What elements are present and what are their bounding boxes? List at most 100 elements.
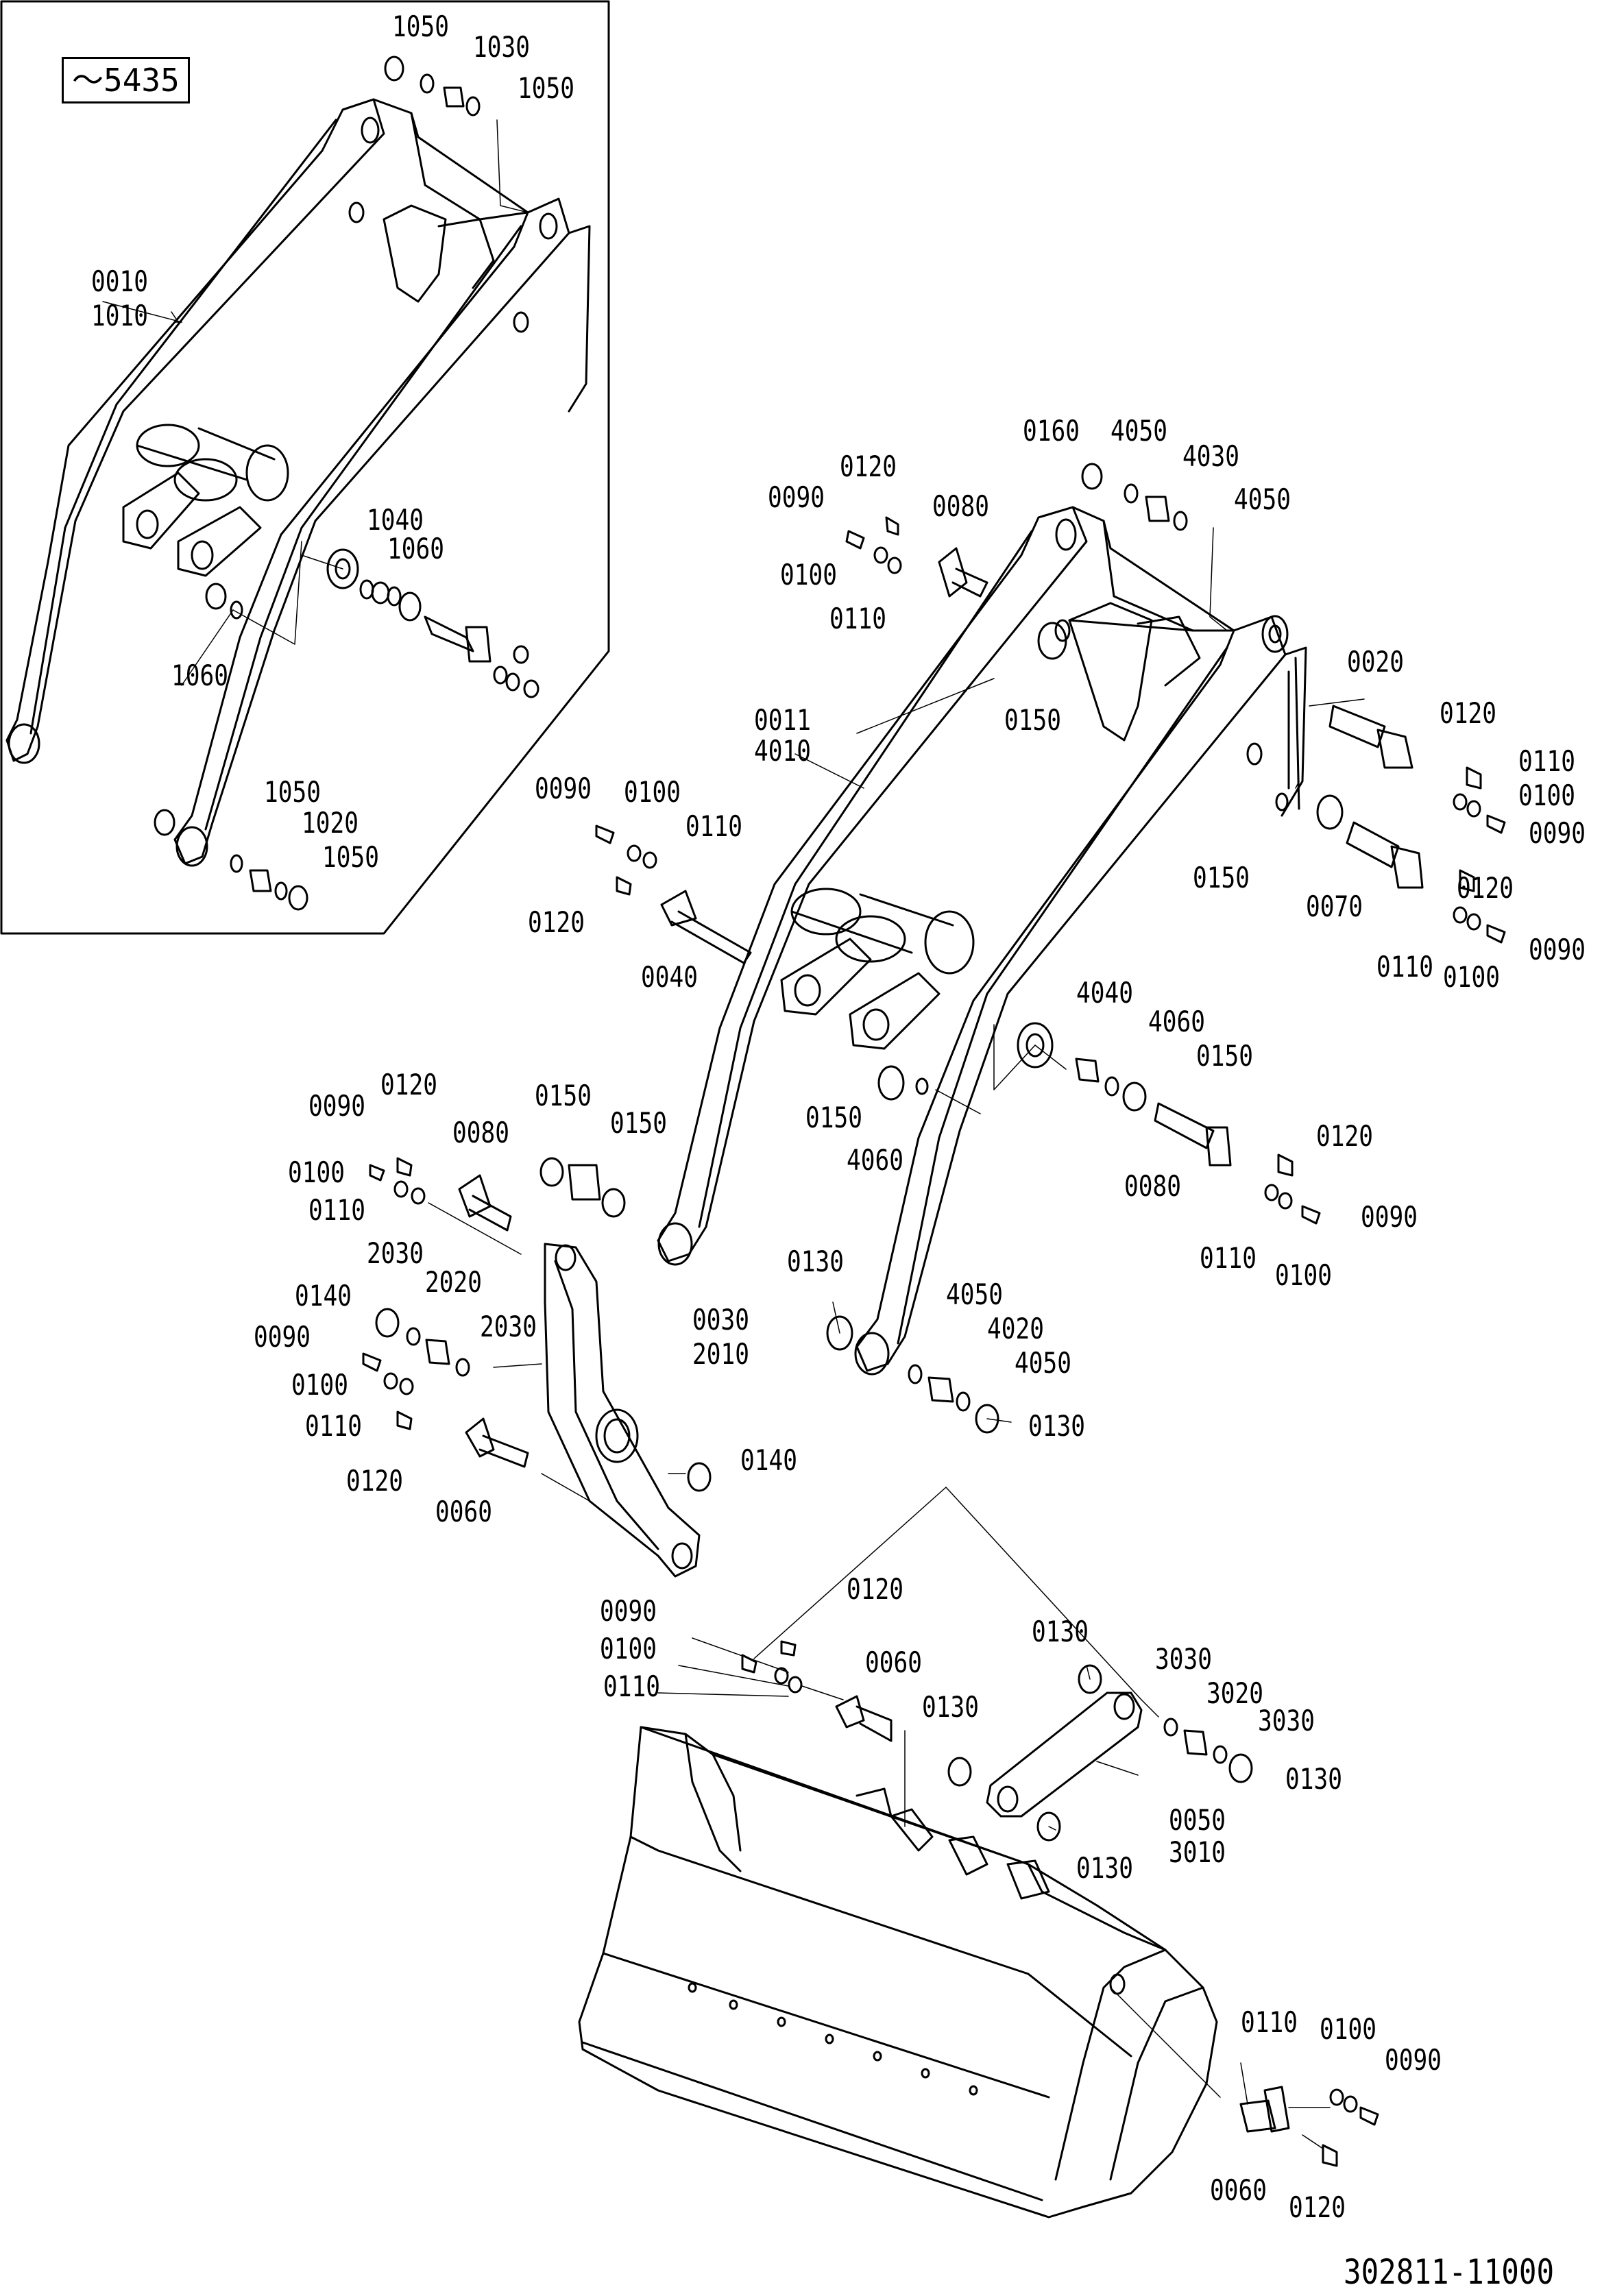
bushing-icon — [1145, 496, 1170, 522]
callout-label: 0090 — [1529, 933, 1586, 966]
callout-label: 0090 — [254, 1320, 311, 1354]
callout-label: 0100 — [1443, 960, 1500, 994]
callout-label: 0100 — [600, 1632, 657, 1665]
callout-label: 3030 — [1258, 1704, 1315, 1737]
callout-label: 0110 — [1518, 744, 1575, 778]
callout-label: 2020 — [425, 1265, 482, 1299]
callout-label: 0080 — [932, 489, 989, 523]
bushing-icon — [443, 86, 465, 108]
pin-icon — [1239, 2099, 1276, 2133]
callout-label: 1050 — [392, 10, 449, 43]
callout-label: 0120 — [380, 1068, 437, 1101]
callout-label: 3010 — [1169, 1835, 1226, 1869]
callout-label: 2030 — [480, 1310, 537, 1343]
callout-label: 4060 — [1148, 1005, 1205, 1038]
link-icon — [986, 1692, 1143, 1818]
crank-parts — [362, 1157, 712, 1492]
callout-label: 0110 — [1200, 1241, 1257, 1275]
callout-label: 0090 — [1529, 816, 1586, 850]
callout-label: 0120 — [1316, 1119, 1373, 1153]
callout-leaders — [102, 301, 1248, 2105]
callout-label: 0090 — [308, 1089, 365, 1123]
callout-label: 4030 — [1182, 439, 1239, 473]
callout-label: 4050 — [946, 1278, 1003, 1311]
boom-parts — [595, 463, 1506, 1434]
inset-boom-icon — [5, 98, 591, 867]
callout-label: 0090 — [535, 772, 592, 805]
callout-label: 0070 — [1306, 890, 1363, 923]
callout-label: 0100 — [291, 1368, 348, 1402]
callout-label: 0150 — [1196, 1039, 1253, 1073]
callout-label: 3020 — [1206, 1676, 1263, 1710]
callout-label: 0010 — [91, 265, 148, 298]
callout-label: 0110 — [308, 1193, 365, 1227]
callout-label: 0100 — [780, 558, 837, 591]
link-icon — [544, 1243, 701, 1578]
callout-label: 0130 — [922, 1690, 979, 1724]
callout-label: 0110 — [603, 1670, 660, 1703]
callout-label: 0130 — [1028, 1409, 1085, 1443]
inset-frame — [0, 0, 610, 935]
callout-label: 0020 — [1347, 645, 1404, 679]
callout-label: 0090 — [1385, 2043, 1442, 2077]
callout-label: 0011 — [754, 703, 811, 737]
callout-label: 0150 — [610, 1106, 667, 1140]
callout-label: 0110 — [1241, 2005, 1298, 2039]
callout-label: 0100 — [1275, 1258, 1332, 1292]
callout-label: 0090 — [600, 1594, 657, 1628]
bushing-icon — [1075, 1058, 1100, 1083]
callout-label: 0120 — [528, 905, 585, 939]
callout-label: 0140 — [295, 1279, 352, 1312]
callout-label: 0110 — [685, 809, 742, 843]
callout-label: 0090 — [768, 480, 825, 514]
callout-label: 0110 — [1376, 950, 1433, 984]
bushing-icon — [568, 1164, 601, 1201]
callout-label: 0120 — [1440, 696, 1496, 730]
callout-label: 0150 — [805, 1101, 862, 1134]
callout-label: 0120 — [840, 450, 897, 483]
callout-label: 0060 — [865, 1646, 922, 1679]
callout-label: 2030 — [367, 1236, 424, 1270]
callout-label: 0120 — [1457, 871, 1514, 905]
callout-label: 0120 — [346, 1464, 403, 1498]
callout-label: 1060 — [171, 659, 228, 692]
callout-label: 0100 — [1518, 779, 1575, 812]
callout-label: 1050 — [264, 775, 321, 809]
callout-label: 4060 — [847, 1143, 903, 1177]
bushing-icon — [425, 1339, 450, 1365]
pin-icon — [1346, 821, 1400, 868]
callout-label: 4020 — [987, 1312, 1044, 1345]
pin-icon — [424, 615, 474, 652]
callout-label: 0140 — [740, 1443, 797, 1477]
callout-label: 1050 — [322, 840, 379, 874]
callout-label: 0100 — [1320, 2012, 1376, 2046]
callout-label: 0130 — [1032, 1615, 1089, 1648]
callout-label: 3030 — [1155, 1642, 1212, 1676]
pin-icon — [465, 1417, 495, 1458]
pin-icon — [1328, 705, 1386, 748]
callout-label: 0120 — [1289, 2190, 1346, 2224]
pin-icon — [835, 1695, 865, 1729]
pin-icon — [1154, 1102, 1215, 1149]
callout-label: 1020 — [302, 806, 359, 840]
callout-label: 0130 — [1285, 1762, 1342, 1796]
callout-label: 0150 — [535, 1079, 592, 1112]
callout-label: 0110 — [305, 1409, 362, 1443]
callout-label: 0100 — [624, 775, 681, 809]
callout-label: 0090 — [1361, 1200, 1418, 1234]
pin-icon — [938, 547, 968, 598]
callout-label: 0130 — [787, 1245, 844, 1278]
callout-label: 0080 — [452, 1116, 509, 1149]
inset-parts — [154, 56, 539, 911]
callout-label: 4010 — [754, 734, 811, 768]
callout-label: 4050 — [1234, 483, 1291, 516]
callout-label: 0060 — [1210, 2173, 1267, 2207]
serial-range-tag: ～5435 — [62, 57, 190, 103]
callout-label: 0100 — [288, 1156, 345, 1189]
callout-label: 0120 — [847, 1572, 903, 1606]
callout-label: 1040 — [367, 503, 424, 537]
loader-boom-icon — [657, 506, 1307, 1376]
callout-label: 0040 — [641, 960, 698, 994]
